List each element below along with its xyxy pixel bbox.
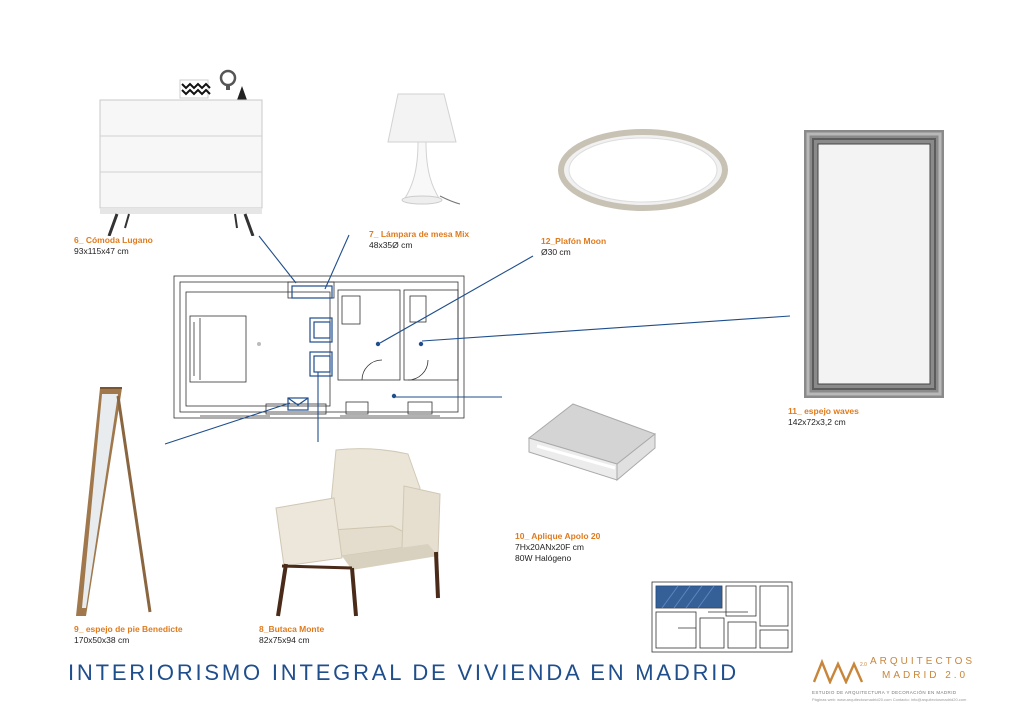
armchair-dims: 82x75x94 cm: [259, 635, 310, 645]
armchair-title: 8_Butaca Monte: [259, 624, 325, 634]
armchair-label: 8_Butaca Monte 82x75x94 cm: [259, 624, 324, 646]
ceiling-light-image: [558, 129, 728, 211]
ceiling-light-title: 12_Plafón Moon: [541, 236, 607, 246]
armchair-image: [275, 448, 441, 617]
wall-mirror-title: 11_ espejo waves: [788, 406, 859, 416]
wall-light-dims: 7Hx20ANx20F cm: [515, 542, 584, 552]
table-lamp-title: 7_ Lámpara de mesa Mix: [369, 229, 470, 239]
dresser-image: [99, 69, 263, 236]
floor-mirror-label: 9_ espejo de pie Benedicte 170x50x38 cm: [74, 624, 183, 646]
logo-mark-icon: 2.0: [812, 658, 867, 684]
logo-line2: MADRID 2.0: [882, 670, 969, 681]
ceiling-light-dims: Ø30 cm: [541, 247, 571, 257]
floor-mirror-dims: 170x50x38 cm: [74, 635, 130, 645]
ceiling-light-label: 12_Plafón Moon Ø30 cm: [541, 236, 606, 258]
svg-text:2.0: 2.0: [860, 662, 867, 668]
logo-line1: ARQUITECTOS: [870, 656, 976, 667]
dresser-title: 6_ Cómoda Lugano: [74, 235, 153, 245]
floor-mirror-image: [76, 387, 152, 616]
wall-light-label: 10_ Aplique Apolo 20 7Hx20ANx20F cm 80W …: [515, 531, 600, 564]
wall-light-image: [527, 403, 657, 482]
floor-mirror-title: 9_ espejo de pie Benedicte: [74, 624, 183, 634]
logo-tagline: ESTUDIO DE ARQUITECTURA Y DECORACIÓN EN …: [812, 690, 957, 695]
studio-logo: 2.0 ARQUITECTOS MADRID 2.0 ESTUDIO DE AR…: [812, 654, 972, 710]
table-lamp-dims: 48x35Ø cm: [369, 240, 413, 250]
dresser-dims: 93x115x47 cm: [74, 246, 129, 256]
dresser-label: 6_ Cómoda Lugano 93x115x47 cm: [74, 235, 153, 257]
logo-contact: Páginas web: www.arquitectosmadrid20.com…: [812, 697, 967, 702]
wall-mirror-dims: 142x72x3,2 cm: [788, 417, 846, 427]
page-title: INTERIORISMO INTEGRAL DE VIVIENDA EN MAD…: [68, 660, 739, 685]
wall-light-extra: 80W Halógeno: [515, 553, 572, 563]
location-map: [651, 581, 793, 653]
wall-mirror-image: [804, 130, 944, 398]
table-lamp-image: [387, 93, 461, 205]
wall-mirror-label: 11_ espejo waves 142x72x3,2 cm: [788, 406, 859, 428]
wall-light-title: 10_ Aplique Apolo 20: [515, 531, 601, 541]
table-lamp-label: 7_ Lámpara de mesa Mix 48x35Ø cm: [369, 229, 469, 251]
